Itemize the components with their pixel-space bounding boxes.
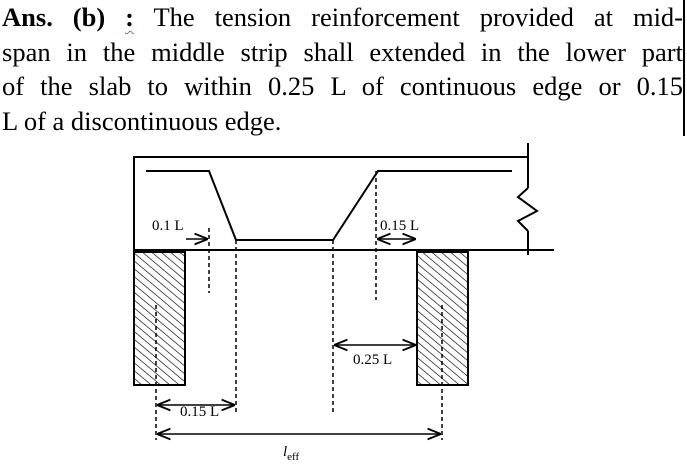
effective-span-subscript: eff xyxy=(287,451,299,463)
dim-right-mid-label: 0.25 L xyxy=(353,352,392,368)
break-symbol xyxy=(516,187,539,232)
slab-outline xyxy=(133,143,554,255)
answer-line-1: Ans. (b) : The tension reinforcement pro… xyxy=(2,0,683,35)
answer-line-4: L of a discontinuous edge. xyxy=(2,105,282,136)
answer-colon: : xyxy=(125,2,134,32)
reinforcement-bar xyxy=(146,170,512,241)
dim-left-top: 0.1 L xyxy=(152,218,208,239)
dim-right-top-label: 0.15 L xyxy=(380,218,419,234)
dim-left-bottom-label: 0.15 L xyxy=(180,404,219,420)
page-right-rule xyxy=(683,0,685,136)
answer-text: Ans. (b) : The tension reinforcement pro… xyxy=(2,0,683,138)
right-support xyxy=(416,251,469,386)
dim-left-bottom: 0.15 L xyxy=(157,404,235,420)
answer-line-2: span in the middle strip shall extended … xyxy=(2,36,683,67)
answer-line-3: of the slab to within 0.25 L of continuo… xyxy=(2,71,683,101)
dim-effective-span: leff xyxy=(157,434,441,463)
answer-label: Ans. (b) xyxy=(2,2,106,32)
answer-line-1-text: The tension reinforcement provided at mi… xyxy=(153,2,683,32)
effective-span-label: leff xyxy=(283,444,300,463)
reference-lines xyxy=(155,171,443,440)
dim-left-top-label: 0.1 L xyxy=(152,218,184,234)
dim-right-top: 0.15 L xyxy=(377,218,419,239)
effective-span-symbol: l xyxy=(283,444,287,460)
dim-right-mid: 0.25 L xyxy=(334,345,416,368)
left-support xyxy=(133,251,186,386)
